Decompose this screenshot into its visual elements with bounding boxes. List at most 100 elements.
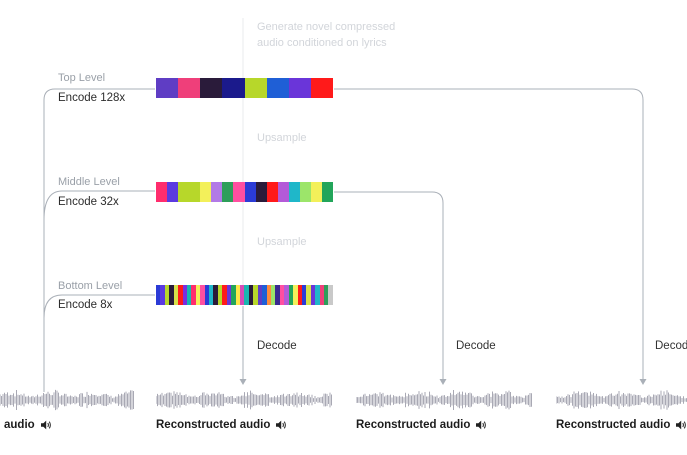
speaker-icon (676, 420, 687, 430)
input-audio-caption[interactable]: audio (4, 419, 52, 431)
top-level-name: Top Level (58, 72, 106, 84)
audio-caption-text: Reconstructed audio (156, 419, 271, 431)
generate-label-line-1: Generate novel compressed (257, 21, 396, 33)
token-cell (222, 285, 227, 305)
token-cell (324, 285, 329, 305)
middle-level-name: Middle Level (58, 176, 120, 188)
audio-caption-text: Reconstructed audio (556, 419, 671, 431)
token-cell (288, 78, 311, 98)
token-cell (244, 78, 267, 98)
token-cell (182, 285, 187, 305)
token-cell (310, 78, 333, 98)
reconstructed-audio-waveform-middle (356, 389, 532, 411)
token-cell (173, 285, 179, 305)
token-cell (231, 285, 236, 305)
token-cell (178, 78, 201, 98)
token-cell (189, 182, 201, 202)
token-cell (178, 285, 183, 305)
bottom-level-encode: Encode 8x (58, 299, 113, 311)
token-cell (315, 285, 320, 305)
token-cell (266, 78, 289, 98)
input-audio-waveform (0, 389, 134, 411)
token-cell (200, 78, 223, 98)
token-cell (191, 285, 196, 305)
token-cell (195, 285, 201, 305)
token-cell (226, 285, 232, 305)
token-cell (255, 182, 267, 202)
token-cell (164, 285, 170, 305)
token-cell (233, 182, 245, 202)
token-cell (310, 285, 316, 305)
token-cell (156, 285, 161, 305)
upsample-label-middle: Upsample (257, 236, 307, 248)
token-cell (186, 285, 192, 305)
speaker-icon (276, 420, 287, 430)
token-cell (217, 285, 223, 305)
middle-level-token-bar (156, 182, 333, 202)
token-cell (279, 285, 285, 305)
bottom-level-token-bar (156, 285, 333, 305)
token-cell (257, 285, 263, 305)
reconstructed-audio-caption-bottom[interactable]: Reconstructed audio (156, 419, 287, 431)
token-cell (266, 285, 271, 305)
top-level-token-bar (156, 78, 333, 98)
input-to-middle-line (43, 190, 155, 221)
token-cell (169, 285, 174, 305)
generate-label-line-2: audio conditioned on lyrics (257, 37, 387, 49)
reconstructed-audio-caption-middle[interactable]: Reconstructed audio (356, 419, 487, 431)
decode-label-bottom: Decode (257, 340, 297, 352)
speaker-icon (40, 420, 51, 430)
token-cell (200, 182, 212, 202)
token-cell (213, 285, 218, 305)
token-cell (244, 285, 249, 305)
token-cell (248, 285, 254, 305)
reconstructed-audio-caption-top[interactable]: Reconstructed audio (556, 419, 687, 431)
token-cell (293, 285, 298, 305)
token-cell (200, 285, 205, 305)
bottom-level-name: Bottom Level (58, 280, 123, 292)
token-cell (253, 285, 258, 305)
top-level-encode: Encode 128x (58, 92, 126, 104)
reconstructed-audio-waveform-top (556, 390, 687, 410)
token-cell (310, 182, 322, 202)
middle-decode-arrowhead (439, 379, 447, 385)
middle-decode-line (334, 191, 444, 382)
token-cell (160, 285, 165, 305)
decode-label-middle: Decode (456, 340, 496, 352)
token-cell (209, 285, 214, 305)
token-cell (270, 285, 276, 305)
middle-level-encode: Encode 32x (58, 196, 119, 208)
token-cell (288, 285, 294, 305)
token-cell (301, 285, 307, 305)
decode-label-top: Decode (655, 340, 687, 352)
audio-caption-text: audio (4, 419, 35, 431)
token-cell (204, 285, 210, 305)
token-cell (240, 285, 245, 305)
bottom-decode-arrowhead (239, 379, 247, 385)
token-cell (167, 182, 179, 202)
top-decode-line (334, 88, 644, 382)
token-cell (222, 182, 234, 202)
token-cell (299, 182, 311, 202)
top-decode-arrowhead (639, 379, 647, 385)
token-cell (156, 78, 179, 98)
token-cell (211, 182, 223, 202)
speaker-icon (476, 420, 487, 430)
token-cell (288, 182, 300, 202)
token-cell (306, 285, 311, 305)
token-cell (235, 285, 241, 305)
token-cell (277, 182, 289, 202)
token-cell (222, 78, 245, 98)
token-cell (275, 285, 280, 305)
token-cell (297, 285, 302, 305)
token-cell (328, 285, 333, 305)
token-cell (266, 182, 278, 202)
token-cell (156, 182, 168, 202)
token-cell (244, 182, 256, 202)
token-cell (262, 285, 267, 305)
token-cell (178, 182, 190, 202)
token-cell (284, 285, 289, 305)
upsample-label-top: Upsample (257, 132, 307, 144)
